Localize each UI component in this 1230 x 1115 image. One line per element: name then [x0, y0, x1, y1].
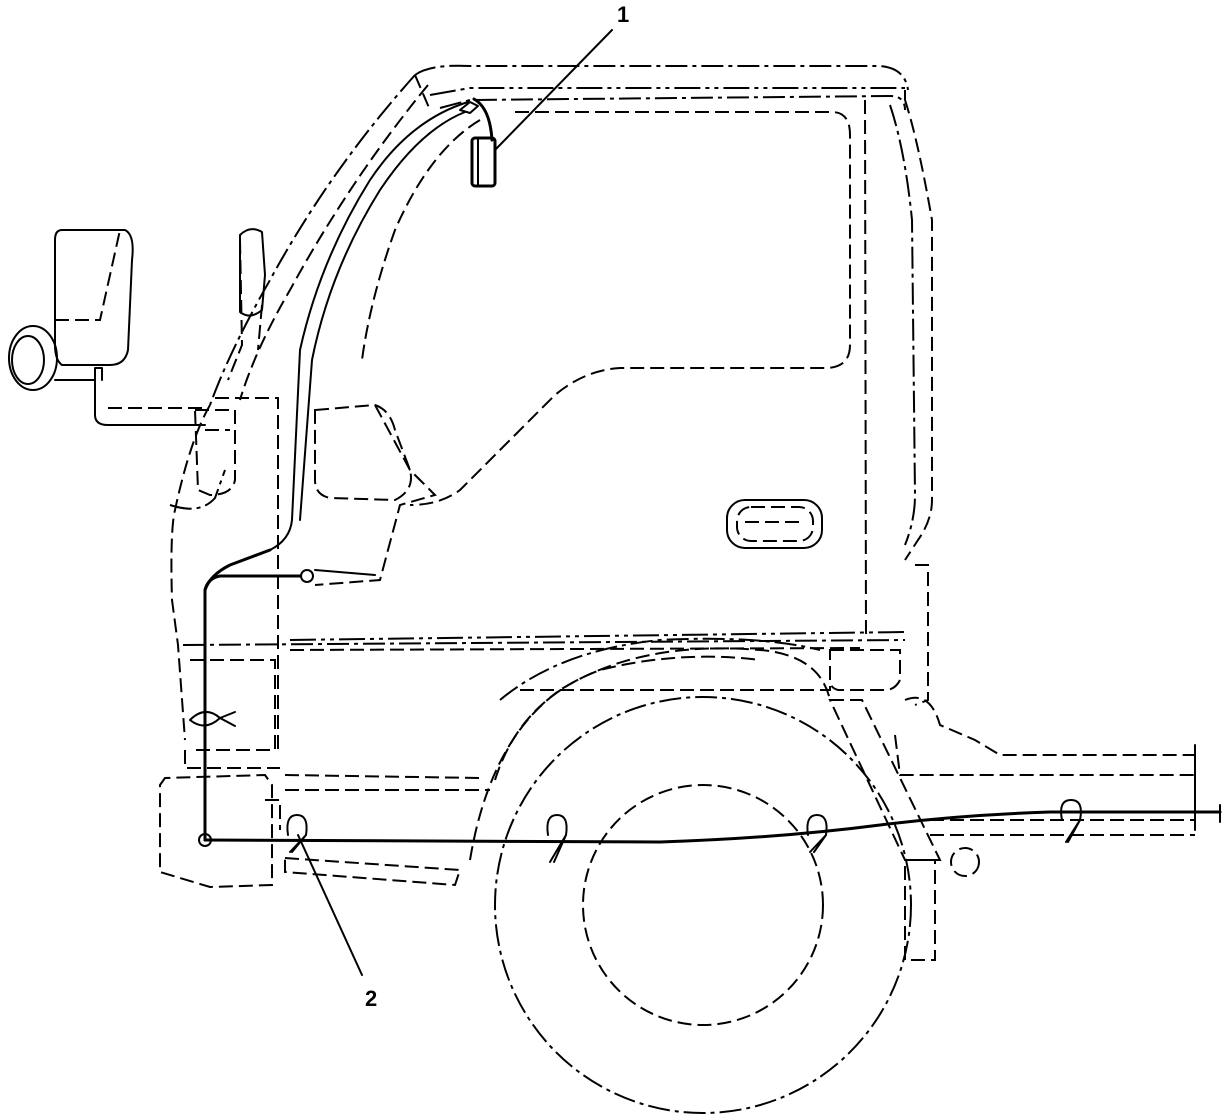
harness-clips [189, 711, 1082, 863]
a-pillar [209, 74, 469, 551]
side-mirror [8, 229, 206, 426]
interior-dashboard [314, 403, 437, 586]
callout-label-2: 2 [365, 986, 377, 1011]
door-window [361, 111, 851, 506]
front-wheel [494, 696, 912, 1114]
mudguard [828, 649, 942, 961]
cab-rear-pillar [864, 99, 933, 641]
chassis-frame [894, 564, 1196, 877]
component-1-unit [470, 136, 497, 188]
mirror-arm [227, 228, 266, 381]
callout-label-1: 1 [617, 2, 629, 27]
step-panel [159, 773, 490, 889]
door-handle [726, 499, 823, 549]
cab-roof-outline [414, 64, 909, 111]
callout-leaders [297, 29, 613, 976]
wheel-arch [469, 637, 831, 861]
door-panel [182, 631, 906, 651]
wiring-harness [198, 97, 1222, 847]
front-cab-corner [169, 397, 280, 769]
